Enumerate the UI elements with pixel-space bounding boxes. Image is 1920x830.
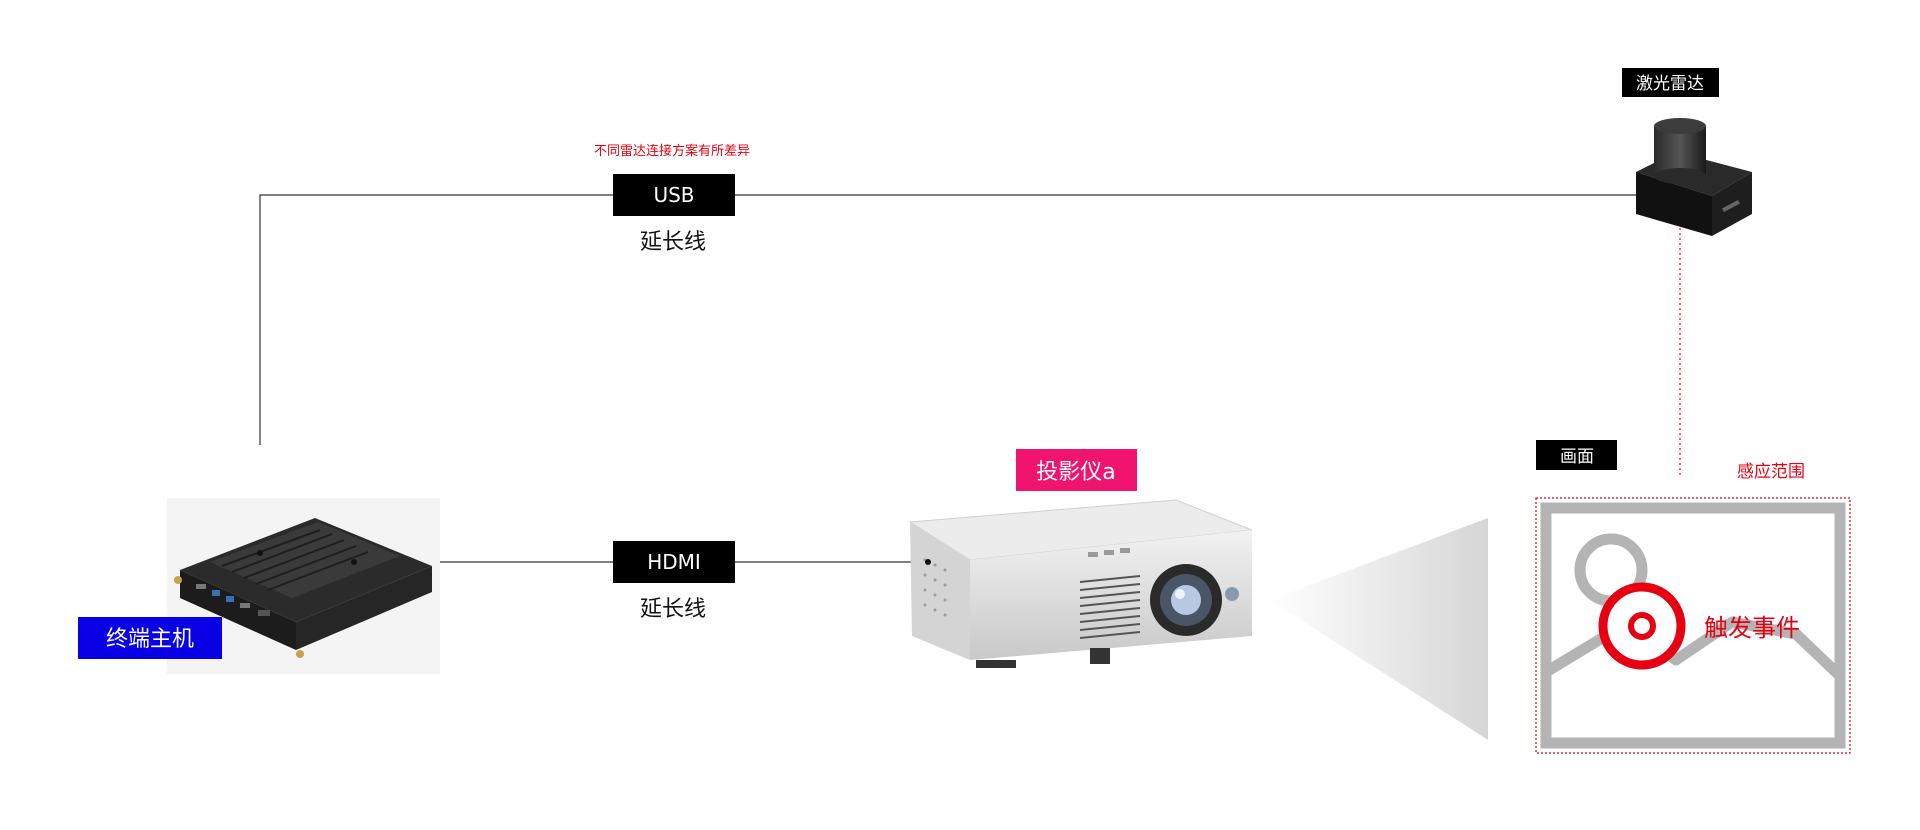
hdmi-tag <box>613 541 735 583</box>
usb-tag-label: USB <box>653 183 694 207</box>
projector-label: 投影仪a <box>1036 460 1115 485</box>
projection-beam <box>1270 518 1488 740</box>
hdmi-extension-label: 延长线 <box>640 597 706 622</box>
host-label: 终端主机 <box>106 627 194 652</box>
usb-extension-label: 延长线 <box>640 230 706 255</box>
host-device <box>167 498 440 674</box>
usb-tag <box>613 174 735 216</box>
lidar-label: 激光雷达 <box>1636 74 1704 94</box>
screen-badge <box>1536 440 1617 470</box>
usb-connection-note: 不同雷达连接方案有所差异 <box>594 143 750 159</box>
hdmi-tag-label: HDMI <box>647 550 701 574</box>
trigger-event-label: 触发事件 <box>1704 614 1800 642</box>
lidar-badge <box>1622 68 1719 97</box>
sensing-range-boundary <box>1535 497 1851 754</box>
host-badge <box>78 617 222 659</box>
projector-badge <box>1016 449 1137 491</box>
screen-label: 画面 <box>1560 447 1594 467</box>
target-ring-icon <box>1598 582 1686 670</box>
sensing-range-label: 感应范围 <box>1737 462 1805 482</box>
usb-cable <box>259 194 1676 445</box>
lidar-device <box>1636 118 1752 236</box>
projector-device <box>908 499 1253 668</box>
